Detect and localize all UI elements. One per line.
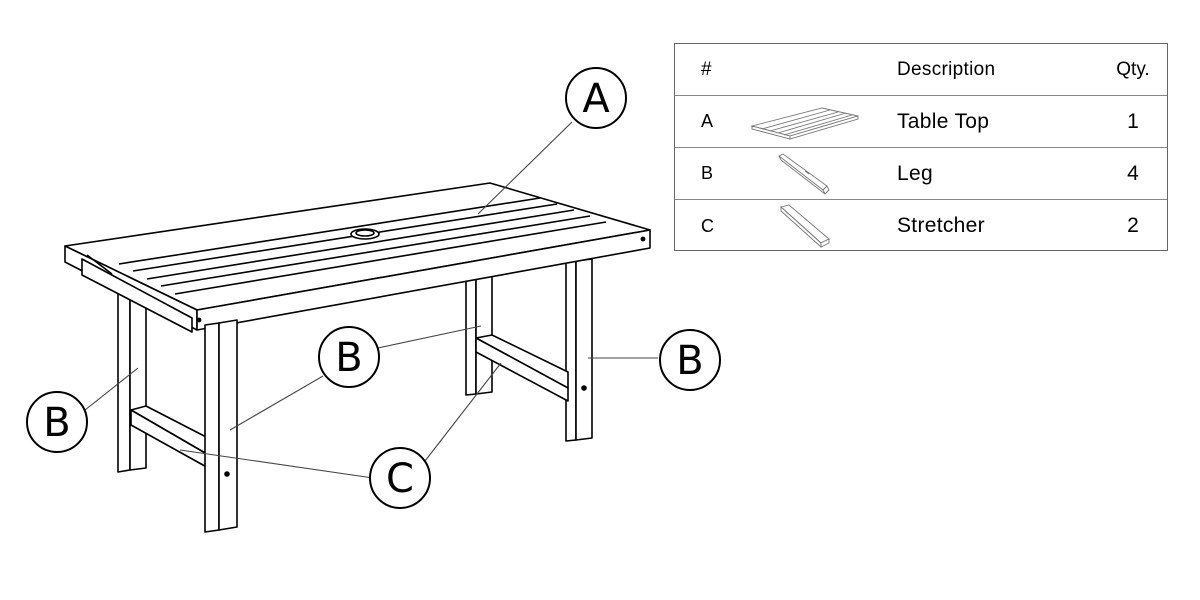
table-row: B Leg 4 (675, 148, 1167, 200)
leader-line-a (477, 121, 573, 215)
callout-label-a: A (582, 76, 610, 122)
table-row: A Table Top 1 (675, 96, 1167, 148)
table-row: C Stretcher 2 (675, 200, 1167, 252)
leg-back-left (117, 283, 147, 473)
row-qty: 4 (1127, 161, 1139, 185)
callout-b-right (659, 329, 721, 391)
leader-line-c-2 (424, 362, 502, 462)
leader-line-b-center-2 (377, 325, 482, 349)
header-description: Description (897, 58, 996, 80)
row-id: A (701, 111, 714, 131)
row-description: Stretcher (897, 214, 985, 237)
leg-back-center (465, 271, 493, 396)
callout-label-b-left: B (43, 400, 70, 446)
callout-a (565, 67, 627, 129)
row-qty: 1 (1127, 109, 1139, 133)
leg-back-right (565, 258, 593, 442)
callout-b-center (318, 326, 380, 388)
leader-line-b-center-1 (229, 375, 324, 431)
table-top-thumbnail (745, 96, 865, 147)
parts-list-table: # Description Qty. A Table Top 1 B (674, 43, 1168, 251)
table-top (64, 182, 651, 333)
row-id: C (701, 215, 714, 236)
row-id: B (701, 163, 714, 183)
header-qty: Qty. (1116, 58, 1150, 80)
row-qty: 2 (1127, 214, 1139, 237)
callout-b-left (26, 391, 88, 453)
leg-thumbnail (745, 148, 865, 199)
callout-label-c: C (386, 456, 414, 502)
callout-label-b-center: B (335, 335, 362, 381)
row-description: Leg (897, 161, 933, 185)
row-description: Table Top (897, 109, 990, 133)
leader-line-b-left (79, 367, 139, 415)
leader-line-c-1 (179, 449, 374, 479)
stretcher-right (475, 334, 569, 402)
callout-c (369, 447, 431, 509)
callout-label-b-right: B (676, 338, 703, 384)
parts-table-header: # Description Qty. (675, 44, 1167, 96)
leg-front-left (204, 319, 238, 533)
stretcher-thumbnail (745, 200, 865, 252)
header-id: # (701, 58, 712, 80)
